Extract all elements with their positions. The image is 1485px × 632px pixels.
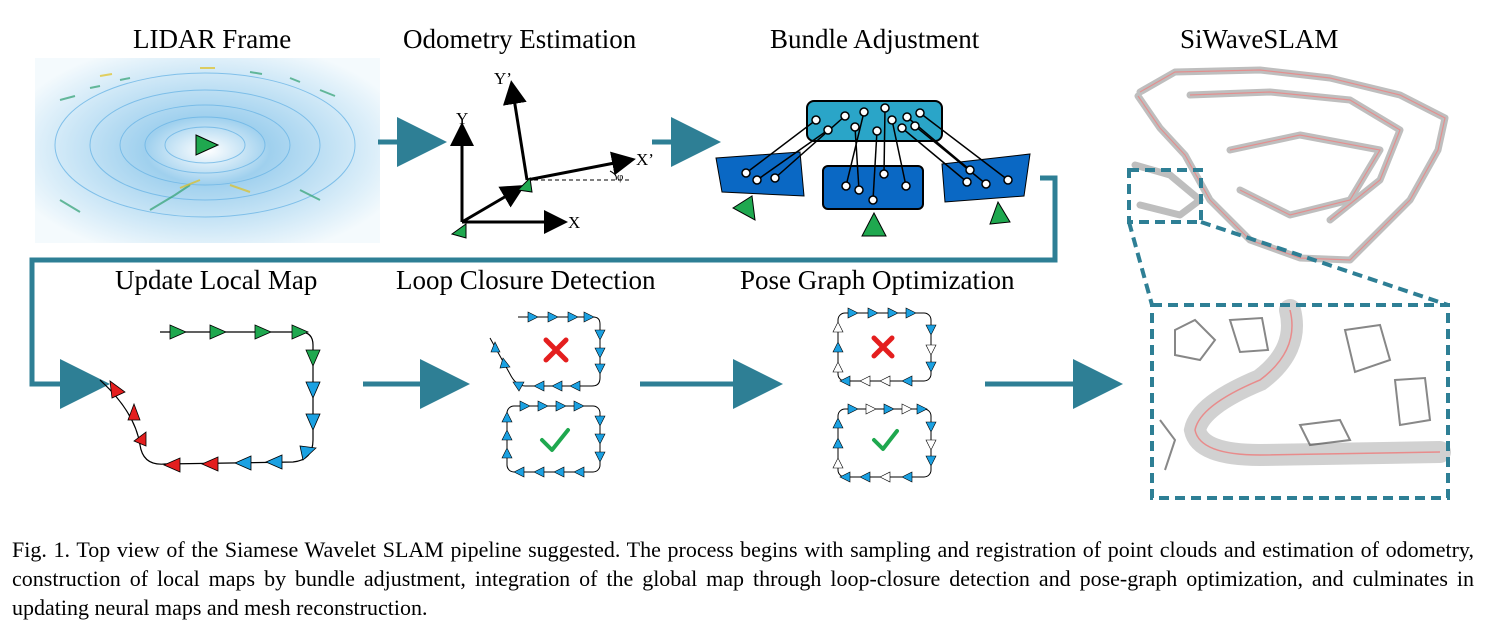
axis-label-y: Y [456,109,468,128]
loop-closure-closed-trajectory [506,405,601,473]
siwaveslam-zoomed-map-image [1150,299,1451,500]
axis-label-y-prime: Y’ [494,69,512,88]
local-map-trajectory [99,324,321,473]
odometry-pose-icon [516,176,533,193]
loop-closure-detection-title: Loop Closure Detection [396,265,656,295]
ba-right-frame [941,153,1031,203]
figure-caption: Fig. 1. Top view of the Siamese Wavelet … [12,537,1474,620]
angle-label-phi: φ [617,171,623,183]
odometry-axes-diagram: Y X Y’ X’ φ [450,69,654,239]
pipeline-flow-arrows [29,117,1123,409]
map-zoom-region-box [1127,168,1203,224]
lidar-frame-title: LIDAR Frame [133,24,292,54]
ba-pose-right-icon [989,200,1011,225]
pose-graph-panels [832,307,937,483]
update-local-map-title: Update Local Map [115,265,318,295]
bundle-adjustment-title: Bundle Adjustment [770,24,980,54]
bundle-adjustment-diagram [715,100,1031,237]
pose-graph-accept-icon [872,429,899,451]
siwaveslam-title: SiWaveSLAM [1180,24,1339,54]
loop-closure-panels [489,311,606,478]
ba-left-frame [715,151,805,197]
pose-graph-optimization-title: Pose Graph Optimization [740,265,1015,295]
map-zoom-detail-box [1150,303,1450,500]
lidar-point-cloud-image [35,58,380,243]
loop-closure-open-trajectory [489,316,601,387]
ba-map-frame [806,100,943,142]
pose-graph-reject-icon [871,335,895,359]
origin-pose-icon [450,223,467,239]
flow-arrow-bundle-to-update [29,175,1058,409]
odometry-estimation-title: Odometry Estimation [403,24,637,54]
loop-closure-reject-icon [543,337,569,363]
axis-label-x-prime: X’ [636,150,654,169]
ba-pose-left-icon [732,195,756,221]
lidar-sensor-pose-icon [195,134,220,156]
siwaveslam-global-map-image [1127,66,1449,307]
axis-label-x: X [568,213,580,232]
pose-graph-optimized-trajectory [837,408,932,478]
ba-pose-center-icon [861,211,887,237]
loop-closure-accept-icon [540,428,570,452]
pipeline-diagram: Y X Y’ X’ φ [29,58,1451,500]
